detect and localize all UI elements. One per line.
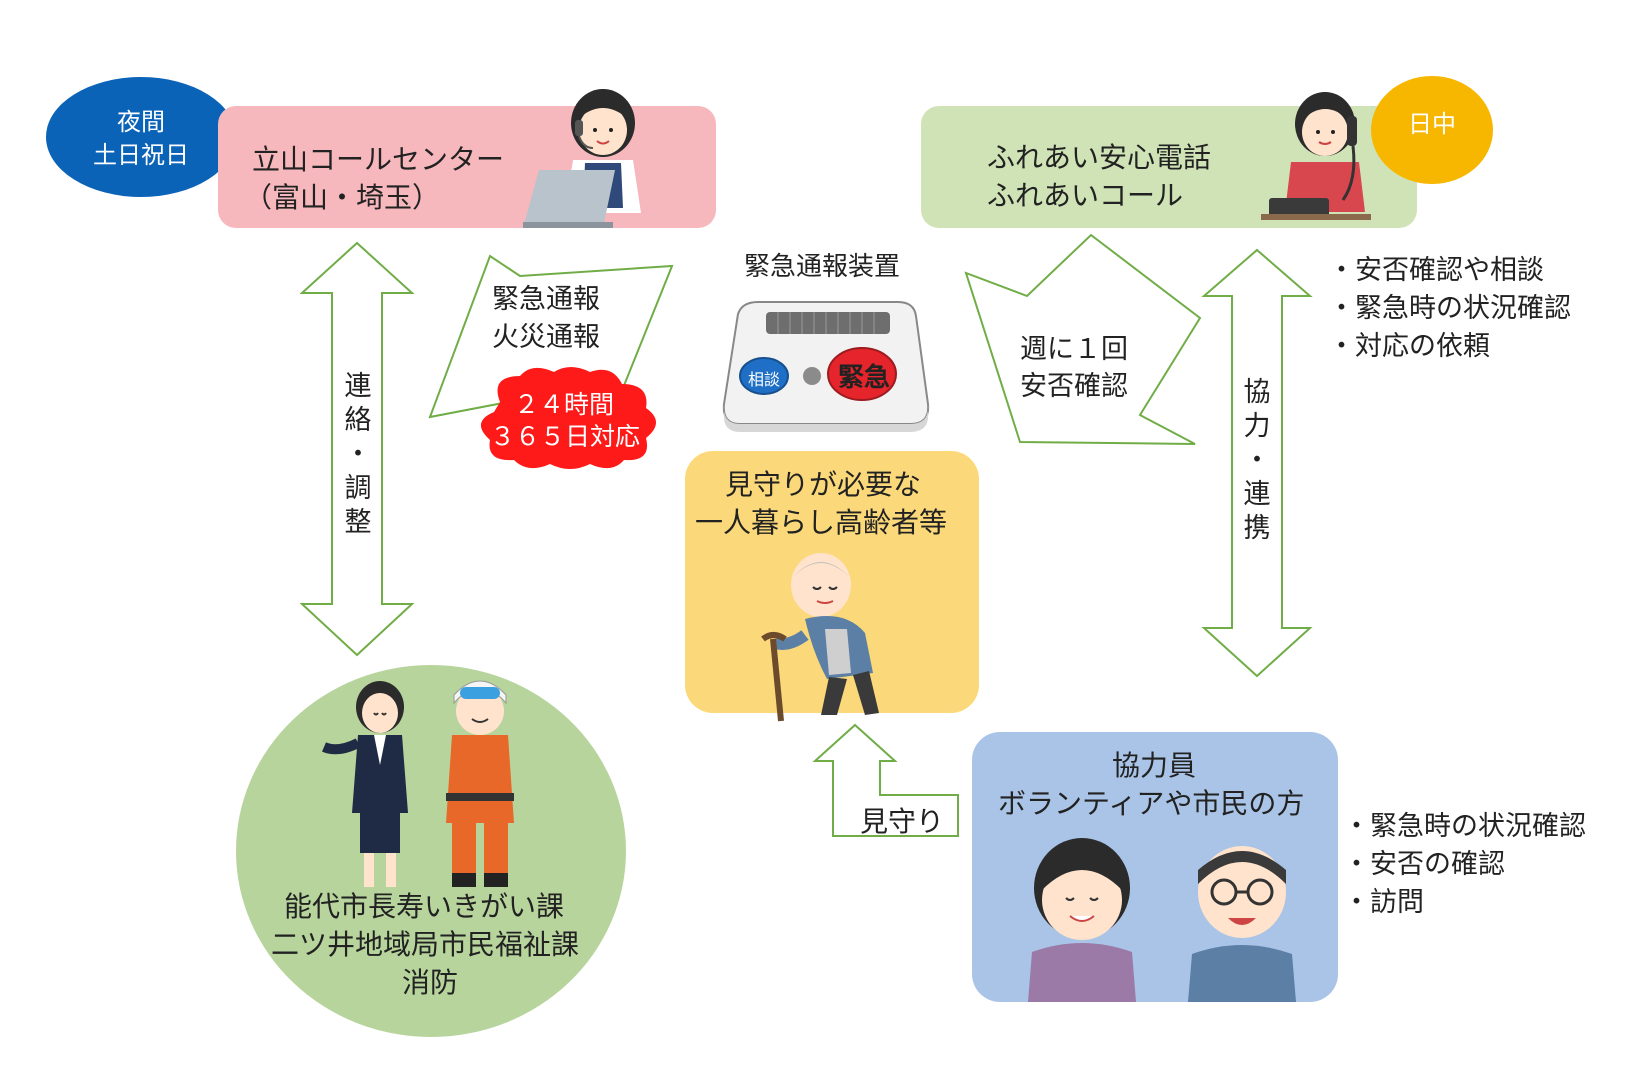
- night-badge-line1: 夜間: [117, 108, 165, 136]
- right-vertical-char: ・: [1243, 445, 1271, 476]
- weekly-arrow-line1: 週に１回: [1020, 334, 1128, 365]
- device-label: 緊急通報装置: [744, 252, 901, 282]
- phone-operator-illustration: [1261, 92, 1371, 220]
- left-double-arrow: [299, 241, 415, 657]
- volunteer-bullet: ・訪問: [1343, 887, 1424, 918]
- left-vertical-char: 整: [344, 507, 372, 538]
- staff-illustration: [322, 680, 514, 887]
- burst-line1: ２４時間: [514, 390, 615, 419]
- volunteer-line2: ボランティアや市民の方: [998, 787, 1305, 820]
- call-center-title: 立山コールセンター: [252, 143, 505, 176]
- left-vertical-label: 連 絡 ・ 調 整: [338, 370, 378, 540]
- volunteer-bullet: ・緊急時の状況確認: [1343, 811, 1586, 842]
- device-consult-button-label: 相談: [748, 370, 781, 389]
- left-vertical-char: 連: [344, 371, 372, 402]
- city-office-circle: 能代市長寿いきがい課 二ツ井地域局市民福祉課 消防: [236, 665, 626, 1037]
- fureai-bullet: ・緊急時の状況確認: [1328, 293, 1571, 324]
- volunteer-bullet: ・安否の確認: [1343, 849, 1505, 880]
- fureai-box: ふれあい安心電話 ふれあいコール: [921, 92, 1417, 228]
- weekly-arrow-line2: 安否確認: [1020, 371, 1128, 402]
- day-badge: 日中: [1371, 76, 1493, 184]
- left-vertical-char: 調: [344, 473, 372, 504]
- fureai-subtitle: ふれあいコール: [987, 179, 1184, 212]
- city-line1: 能代市長寿いきがい課: [284, 890, 565, 923]
- call-center-subtitle: （富山・埼玉）: [244, 181, 441, 214]
- right-vertical-char: 連: [1243, 479, 1271, 510]
- fureai-bullet: ・安否確認や相談: [1328, 255, 1544, 286]
- operator-illustration: [523, 89, 641, 228]
- night-badge-line2: 土日祝日: [93, 141, 189, 169]
- elderly-line1: 見守りが必要な: [725, 468, 922, 501]
- volunteer-box: 協力員 ボランティアや市民の方: [972, 732, 1338, 1002]
- right-vertical-char: 協: [1243, 377, 1271, 408]
- fureai-bullet-list: ・安否確認や相談 ・緊急時の状況確認 ・対応の依頼: [1328, 252, 1571, 366]
- elderly-box: 見守りが必要な 一人暮らし高齢者等: [685, 451, 979, 722]
- watch-arrow-label: 見守り: [860, 805, 945, 838]
- alert-arrow-line1: 緊急通報: [492, 284, 600, 315]
- city-line3: 消防: [402, 966, 459, 999]
- left-vertical-char: ・: [344, 439, 372, 470]
- elderly-line2: 一人暮らし高齢者等: [695, 506, 948, 539]
- emergency-device-illustration: [722, 301, 930, 432]
- volunteer-line1: 協力員: [1112, 749, 1197, 782]
- right-vertical-char: 力: [1243, 411, 1271, 442]
- call-center-box: 立山コールセンター （富山・埼玉）: [218, 89, 716, 228]
- fureai-title: ふれあい安心電話: [987, 141, 1212, 174]
- elderly-person-illustration: [761, 553, 879, 722]
- volunteers-illustration: [1028, 838, 1296, 1002]
- day-badge-label: 日中: [1408, 110, 1456, 138]
- volunteer-bullet-list: ・緊急時の状況確認 ・安否の確認 ・訪問: [1343, 808, 1586, 922]
- right-double-arrow: [1201, 248, 1313, 678]
- right-vertical-char: 携: [1243, 513, 1271, 544]
- left-vertical-char: 絡: [344, 405, 372, 436]
- availability-burst: [480, 367, 656, 469]
- burst-line2: ３６５日対応: [490, 422, 641, 451]
- right-vertical-label: 協 力 ・ 連 携: [1237, 376, 1277, 546]
- city-line2: 二ツ井地域局市民福祉課: [271, 928, 580, 961]
- watch-arrow: [812, 723, 959, 837]
- fureai-bullet: ・対応の依頼: [1328, 331, 1490, 362]
- device-emergency-button-label: 緊急: [838, 363, 891, 393]
- night-badge: 夜間 土日祝日: [46, 77, 236, 197]
- weekly-arrow: [964, 233, 1202, 445]
- alert-arrow-line2: 火災通報: [492, 322, 600, 353]
